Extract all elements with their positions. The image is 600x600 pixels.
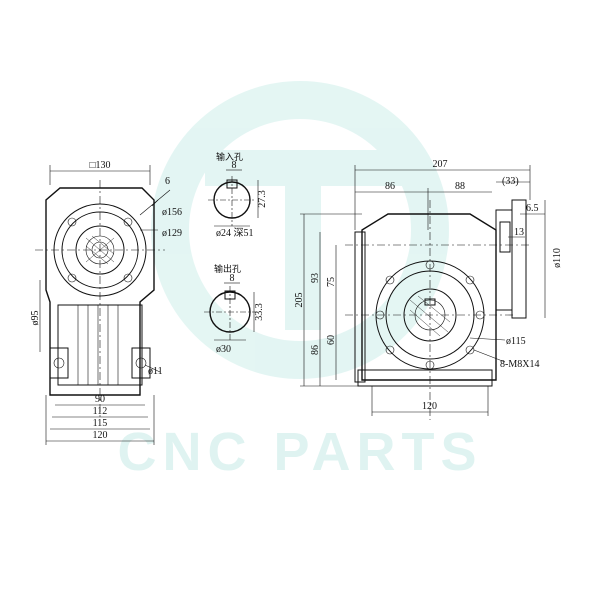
input-key-height: 27.3 — [257, 190, 268, 208]
front-view: 207 86 88 (33) — [294, 159, 563, 420]
watermark-logo — [151, 81, 449, 379]
input-bore: ø24 深51 — [216, 227, 254, 239]
input-hole-title: 输入孔 — [216, 151, 243, 163]
dim-207: 207 — [433, 159, 448, 170]
dim-dia-129: ø129 — [162, 228, 182, 239]
output-hole-detail: 输出孔 8 33.3 ø30 — [204, 263, 265, 355]
dim-dia-156: ø156 — [162, 207, 182, 218]
dim-small-6: 6 — [165, 176, 170, 187]
dim-86-left: 86 — [310, 345, 321, 355]
dim-33: (33) — [502, 176, 519, 187]
output-hole-title: 输出孔 — [214, 263, 241, 275]
output-key-height: 33.3 — [254, 303, 265, 321]
dim-dia-11: ø11 — [148, 366, 163, 377]
dim-13: 13 — [514, 227, 524, 238]
dim-square-130: □130 — [89, 160, 110, 171]
dim-dia-115: ø115 — [506, 336, 526, 347]
input-hole-detail: 输入孔 8 27.3 ø24 深51 — [208, 151, 268, 239]
dim-dia-95: ø95 — [30, 311, 41, 326]
watermark-text: CNC PARTS — [117, 422, 482, 482]
dim-88-top: 88 — [455, 181, 465, 192]
dim-93: 93 — [310, 273, 321, 283]
input-key-width: 8 — [232, 160, 237, 171]
left-view: □130 — [30, 160, 182, 445]
dim-115: 115 — [93, 418, 108, 429]
dim-90: 90 — [95, 394, 105, 405]
dim-6-5: 6.5 — [526, 203, 539, 214]
dim-60: 60 — [326, 335, 337, 345]
dim-86-top: 86 — [385, 181, 395, 192]
dim-120: 120 — [93, 430, 108, 441]
output-key-width: 8 — [230, 273, 235, 284]
dim-dia-110: ø110 — [552, 248, 563, 268]
output-bore: ø30 — [216, 344, 231, 355]
dim-120-bottom: 120 — [422, 401, 437, 412]
dim-75: 75 — [326, 277, 337, 287]
dim-112: 112 — [93, 406, 108, 417]
dim-bolts: 8-M8X14 — [500, 359, 539, 370]
dim-205: 205 — [294, 293, 305, 308]
